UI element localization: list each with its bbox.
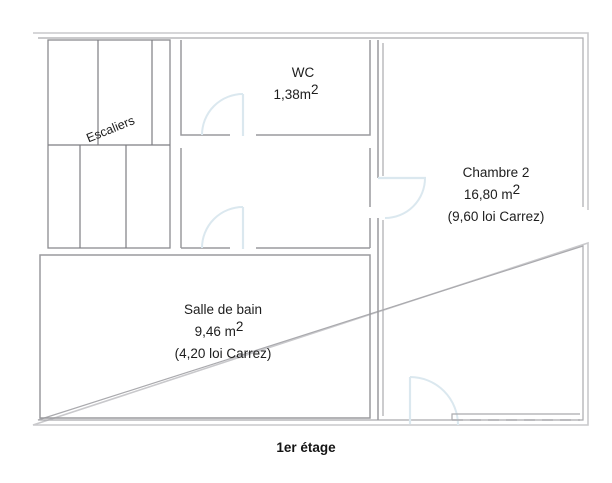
chambre2-area-exponent: 2	[513, 182, 521, 197]
outer-wall-contour	[32, 32, 589, 426]
wc-area-exponent: 2	[311, 82, 319, 97]
stairs-label: Escaliers	[84, 113, 136, 145]
door-terrace-swing-arc	[409, 376, 459, 426]
stairs-outline	[47, 39, 171, 249]
door-chambre2-swing-arc	[384, 177, 426, 219]
room-salle-de-bain: Salle de bain 9,46 m2 (4,20 loi Carrez)	[39, 254, 371, 419]
room-chambre-2: Chambre 2 16,80 m2 (9,60 loi Carrez)	[448, 165, 545, 224]
corridor-walls	[180, 148, 371, 249]
wc-walls	[180, 40, 371, 136]
wc-room-name: WC	[292, 65, 315, 80]
stairs-block: Escaliers	[47, 39, 171, 249]
bathroom-room-name: Salle de bain	[184, 302, 262, 317]
chambre2-room-name: Chambre 2	[463, 165, 530, 180]
chambre2-room-area: 16,80 m2	[464, 182, 520, 202]
bathroom-carrez: (4,20 loi Carrez)	[175, 346, 272, 361]
door-wc-swing-arc	[201, 93, 244, 136]
terrace-threshold-edge	[451, 413, 580, 420]
door-bathroom-swing-arc	[201, 206, 244, 249]
door-chambre-2	[378, 176, 426, 219]
chambre2-area-value: 16,80 m	[464, 187, 513, 202]
wc-area-value: 1,38m	[273, 87, 311, 102]
door-bathroom	[201, 206, 245, 249]
bathroom-area-value: 9,46 m	[195, 324, 236, 339]
door-wc	[201, 93, 245, 136]
plan-caption: 1er étage	[276, 440, 336, 455]
chambre2-carrez: (9,60 loi Carrez)	[448, 209, 545, 224]
bathroom-room-area: 9,46 m2	[195, 319, 244, 339]
doors	[201, 93, 580, 426]
outer-wall-inner-face	[37, 37, 584, 421]
chambre-partition	[377, 40, 384, 420]
wc-room-area: 1,38m2	[273, 82, 318, 102]
bathroom-outline	[39, 254, 371, 419]
door-terrace	[408, 376, 459, 426]
outer-walls	[32, 32, 589, 426]
room-wc: WC 1,38m2	[180, 40, 371, 136]
bathroom-area-exponent: 2	[236, 319, 244, 334]
